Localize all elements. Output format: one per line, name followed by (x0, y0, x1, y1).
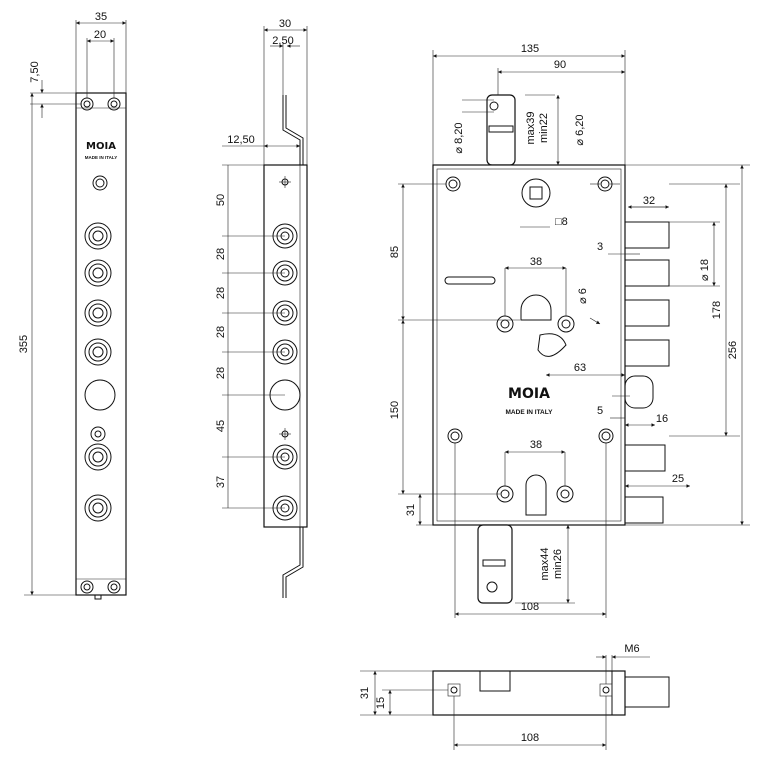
side-view: 30 2,50 12,50 50 28 28 28 28 45 37 (215, 18, 308, 598)
dim-side-250: 2,50 (272, 35, 293, 47)
dim-main-85: 85 (389, 246, 401, 258)
main-view: MOIA MADE IN ITALY 135 90 ⌀ 8,20 max39 m… (389, 43, 750, 618)
dim-main-min22: min22 (538, 113, 550, 143)
dim-main-25: 25 (672, 473, 684, 485)
dim-front-20: 20 (94, 29, 106, 41)
front-brand-logo: MOIA (86, 141, 116, 152)
dim-front-35: 35 (95, 11, 107, 23)
dim-main-31: 31 (405, 504, 417, 516)
dim-side-28b: 28 (215, 287, 227, 299)
dim-side-28d: 28 (215, 367, 227, 379)
dim-side-1250: 12,50 (227, 134, 255, 146)
dim-bottom-31: 31 (359, 687, 371, 699)
dim-main-820: ⌀ 8,20 (453, 122, 465, 153)
front-bottom-holes (80, 580, 121, 594)
front-bolt-heads (84, 222, 112, 522)
main-top-tab (486, 94, 516, 166)
dim-bottom-m6: M6 (624, 643, 639, 655)
dim-main-90: 90 (554, 59, 566, 71)
dim-side-50: 50 (215, 194, 227, 206)
bottom-cylinder-cutout (525, 474, 547, 516)
dim-main-150: 150 (389, 401, 401, 419)
dim-main-5: 5 (597, 405, 603, 417)
dim-main-16: 16 (656, 413, 668, 425)
dim-main-max44: max44 (539, 547, 551, 580)
side-spacing-dims (222, 164, 285, 509)
main-bottom-tab (477, 524, 513, 604)
dim-side-28a: 28 (215, 248, 227, 260)
front-small-cylinder (92, 175, 108, 191)
bottom-view: M6 31 15 108 (359, 643, 670, 750)
dim-main-min26: min26 (552, 549, 564, 579)
bottom-case (432, 670, 626, 716)
front-latch-hole (84, 379, 116, 411)
dim-bottom-108: 108 (521, 732, 539, 744)
front-view: MOIA MADE IN ITALY 35 20 7, (18, 11, 127, 600)
dim-side-37: 37 (215, 476, 227, 488)
slot (444, 276, 496, 285)
dim-main-38-top: 38 (530, 256, 542, 268)
spindle-square (529, 186, 543, 200)
lock-case (432, 164, 626, 526)
dim-main-135: 135 (521, 43, 539, 55)
main-brand-logo: MOIA (508, 386, 550, 402)
dim-main-256: 256 (727, 341, 739, 359)
spindle-hub (521, 178, 551, 208)
dim-bottom-15: 15 (375, 697, 387, 709)
main-made-in: MADE IN ITALY (506, 409, 554, 416)
dim-main-620: ⌀ 6,20 (574, 114, 586, 145)
dim-side-45: 45 (215, 420, 227, 432)
dim-front-750: 7,50 (29, 61, 41, 82)
dim-main-63: 63 (574, 362, 586, 374)
dim-main-3: 3 (597, 241, 603, 253)
latch-bolt (624, 375, 654, 409)
dim-front-355: 355 (18, 335, 30, 353)
dim-main-38-bottom: 38 (530, 439, 542, 451)
bottom-bolt (624, 676, 670, 708)
main-fixing-holes (445, 176, 614, 444)
dim-main-32: 32 (643, 195, 655, 207)
dim-main-178: 178 (711, 301, 723, 319)
dim-side-28c: 28 (215, 326, 227, 338)
top-cylinder-cutout (520, 294, 552, 321)
dim-main-108: 108 (521, 601, 539, 613)
dim-side-30: 30 (279, 18, 291, 30)
main-bolts (624, 221, 670, 524)
dim-main-diam6: ⌀ 6 (577, 288, 589, 304)
dim-main-diam18: ⌀ 18 (699, 259, 711, 281)
side-plate (263, 164, 308, 528)
front-made-in: MADE IN ITALY (85, 155, 118, 160)
dim-main-square8: □8 (555, 216, 568, 228)
dim-main-max39: max39 (525, 111, 537, 144)
